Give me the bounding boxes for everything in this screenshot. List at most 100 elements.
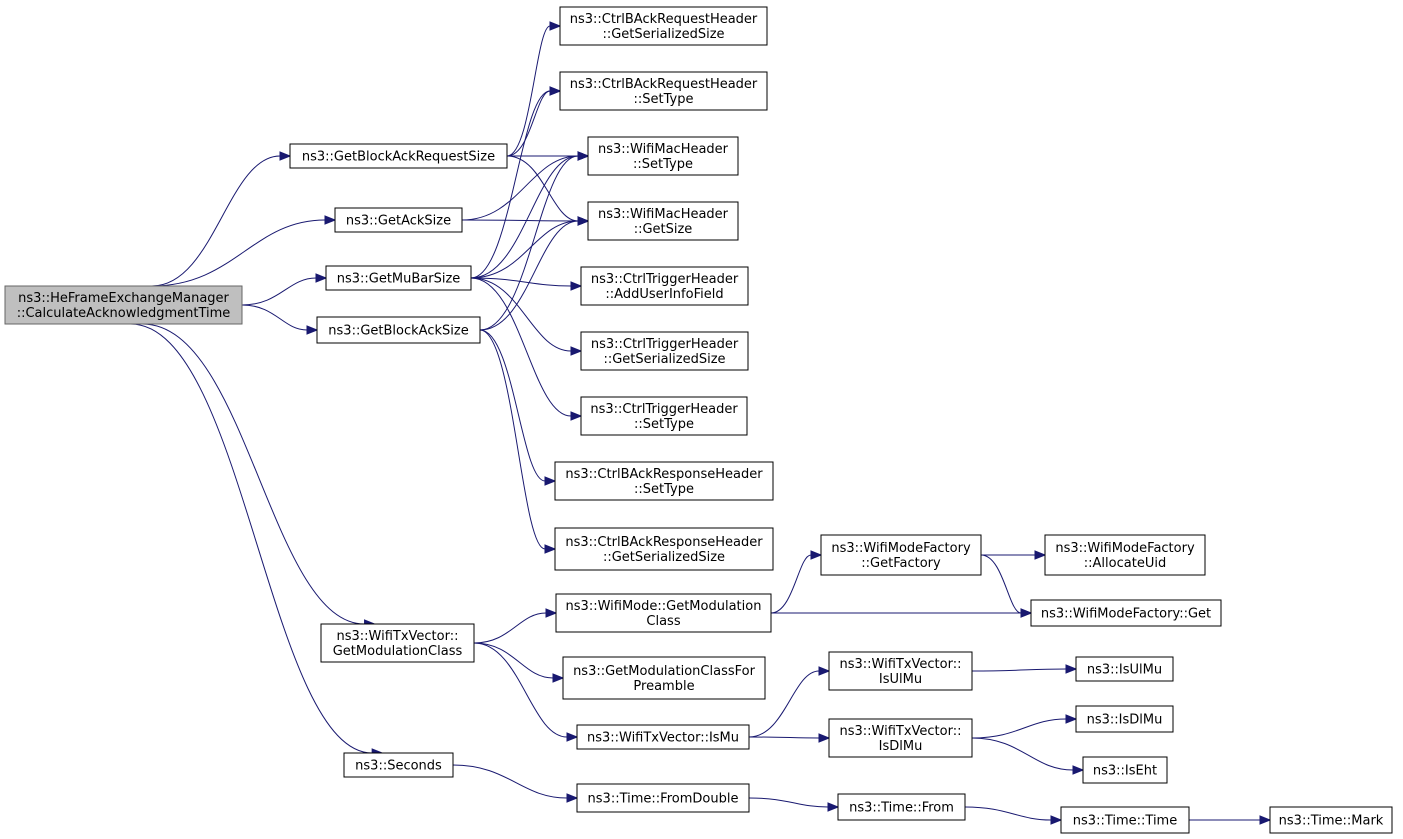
function-node-trig-set-type[interactable]: ns3::CtrlTriggerHeader::SetType xyxy=(580,396,748,436)
function-node-get-ack-size[interactable]: ns3::GetAckSize xyxy=(334,207,463,233)
function-node-label: ns3::WifiMode::GetModulation xyxy=(566,599,762,614)
function-node-box xyxy=(334,207,463,233)
function-node-box xyxy=(343,752,454,778)
function-node-tx-get-modulation-class[interactable]: ns3::WifiTxVector::GetModulationClass xyxy=(320,623,475,663)
function-node-label: ::GetSize xyxy=(634,222,693,237)
function-node-time-time[interactable]: ns3::Time::Time xyxy=(1060,806,1190,834)
call-edge-root-to-tx-get-modulation-class xyxy=(142,323,376,629)
function-node-label: ns3::WifiTxVector:: xyxy=(839,657,961,672)
function-node-seconds[interactable]: ns3::Seconds xyxy=(343,752,454,778)
function-node-box xyxy=(587,136,739,176)
call-edge-time-time-to-time-mark xyxy=(1189,815,1272,825)
call-edge-tx-get-modulation-class-to-mode-get-modulation-class xyxy=(473,608,558,644)
function-node-box xyxy=(576,724,750,750)
function-node-box xyxy=(289,143,508,169)
function-node-label: ::GetSerializedSize xyxy=(602,27,724,42)
call-edges xyxy=(130,21,1272,825)
call-nodes: ns3::HeFrameExchangeManager::CalculateAc… xyxy=(4,6,1393,834)
function-node-label: Class xyxy=(646,614,680,629)
call-edge-root-to-get-mu-bar-size xyxy=(241,273,328,306)
function-node-label: ns3::CtrlBAckRequestHeader xyxy=(570,77,758,92)
function-node-label: ns3::CtrlBAckResponseHeader xyxy=(565,467,763,482)
function-node-box xyxy=(1030,599,1222,627)
function-node-factory-allocate-uid[interactable]: ns3::WifiModeFactory::AllocateUid xyxy=(1044,534,1206,576)
function-node-mac-get-size[interactable]: ns3::WifiMacHeader::GetSize xyxy=(587,201,739,241)
function-node-bar-set-type[interactable]: ns3::CtrlBAckRequestHeader::SetType xyxy=(559,71,768,111)
call-edge-root-to-get-block-ack-size xyxy=(241,304,319,335)
function-node-time-from[interactable]: ns3::Time::From xyxy=(837,793,966,821)
function-node-box xyxy=(828,651,973,691)
function-node-get-block-ack-request-size[interactable]: ns3::GetBlockAckRequestSize xyxy=(289,143,508,169)
function-node-label: ::GetFactory xyxy=(861,556,941,571)
call-edge-get-mu-bar-size-to-bar-set-type xyxy=(470,86,562,279)
function-node-ba-get-serialized-size[interactable]: ns3::CtrlBAckResponseHeader::GetSerializ… xyxy=(554,527,774,571)
function-node-factory-get[interactable]: ns3::WifiModeFactory::Get xyxy=(1030,599,1222,627)
function-node-time-mark[interactable]: ns3::Time::Mark xyxy=(1269,806,1393,834)
function-node-is-eht[interactable]: ns3::IsEht xyxy=(1082,756,1168,784)
call-edge-get-mu-bar-size-to-mac-get-size xyxy=(470,216,590,279)
function-node-label: ::SetType xyxy=(634,482,694,497)
call-edge-get-block-ack-request-size-to-bar-set-type xyxy=(506,86,562,157)
call-edge-time-from-double-to-time-from xyxy=(748,797,840,812)
function-node-label: ns3::WifiTxVector:: xyxy=(336,629,458,644)
call-edge-root-to-seconds xyxy=(130,323,384,758)
function-node-label: ns3::IsEht xyxy=(1093,764,1157,779)
call-edge-get-block-ack-size-to-ba-set-type xyxy=(479,329,557,486)
function-node-trig-get-serialized-size[interactable]: ns3::CtrlTriggerHeader::GetSerializedSiz… xyxy=(580,331,749,371)
function-node-label: ns3::GetMuBarSize xyxy=(337,272,461,287)
function-node-label: ns3::CtrlTriggerHeader xyxy=(590,402,738,417)
function-node-ba-set-type[interactable]: ns3::CtrlBAckResponseHeader::SetType xyxy=(554,461,774,501)
function-node-label: ::SetType xyxy=(634,417,694,432)
function-node-box xyxy=(554,527,774,571)
function-node-label: ::CalculateAcknowledgmentTime xyxy=(17,306,231,321)
function-node-box xyxy=(1060,806,1190,834)
function-node-tx-is-dl-mu[interactable]: ns3::WifiTxVector::IsDlMu xyxy=(828,718,973,758)
function-node-label: ns3::WifiModeFactory::Get xyxy=(1041,607,1211,622)
function-node-label: ns3::Time::FromDouble xyxy=(588,792,739,807)
function-node-label: ns3::WifiTxVector::IsMu xyxy=(587,731,739,746)
function-node-box xyxy=(1044,534,1206,576)
function-node-box xyxy=(1075,705,1174,733)
function-node-box xyxy=(837,793,966,821)
function-node-label: ns3::Time::Mark xyxy=(1279,814,1384,829)
function-node-time-from-double[interactable]: ns3::Time::FromDouble xyxy=(576,783,750,813)
function-node-label: ns3::GetBlockAckSize xyxy=(328,324,468,339)
function-node-label: ns3::HeFrameExchangeManager xyxy=(18,291,229,306)
call-edge-tx-get-modulation-class-to-get-mod-class-for-preamble xyxy=(473,642,565,683)
function-node-get-mu-bar-size[interactable]: ns3::GetMuBarSize xyxy=(325,265,472,291)
function-node-box xyxy=(587,201,739,241)
call-edge-get-block-ack-size-to-ba-get-serialized-size xyxy=(479,329,557,554)
function-node-box xyxy=(316,316,481,344)
call-edge-get-block-ack-size-to-mac-get-size xyxy=(479,216,590,331)
function-node-label: ns3::WifiTxVector:: xyxy=(839,724,961,739)
function-node-tx-is-ul-mu[interactable]: ns3::WifiTxVector::IsUlMu xyxy=(828,651,973,691)
function-node-label: ::GetSerializedSize xyxy=(603,550,725,565)
function-node-is-dl-mu[interactable]: ns3::IsDlMu xyxy=(1075,705,1174,733)
function-node-box xyxy=(580,396,748,436)
call-edge-time-from-to-time-time xyxy=(964,806,1063,825)
function-node-box xyxy=(1075,656,1174,682)
function-node-label: ns3::IsDlMu xyxy=(1087,713,1163,728)
call-edge-tx-is-mu-to-tx-is-dl-mu xyxy=(748,733,831,743)
function-node-root[interactable]: ns3::HeFrameExchangeManager::CalculateAc… xyxy=(4,285,243,325)
function-node-trig-add-user-info[interactable]: ns3::CtrlTriggerHeader::AddUserInfoField xyxy=(580,266,749,306)
function-node-box xyxy=(562,656,766,700)
call-edge-get-mu-bar-size-to-trig-set-type xyxy=(470,277,583,421)
function-node-mac-set-type[interactable]: ns3::WifiMacHeader::SetType xyxy=(587,136,739,176)
call-edge-seconds-to-time-from-double xyxy=(452,764,579,803)
function-node-get-block-ack-size[interactable]: ns3::GetBlockAckSize xyxy=(316,316,481,344)
call-edge-mode-get-modulation-class-to-factory-get-factory xyxy=(770,550,823,614)
call-edge-factory-get-factory-to-factory-allocate-uid xyxy=(981,550,1047,560)
call-edge-tx-is-dl-mu-to-is-eht xyxy=(971,737,1085,775)
function-node-tx-is-mu[interactable]: ns3::WifiTxVector::IsMu xyxy=(576,724,750,750)
function-node-is-ul-mu[interactable]: ns3::IsUlMu xyxy=(1075,656,1174,682)
function-node-mode-get-modulation-class[interactable]: ns3::WifiMode::GetModulationClass xyxy=(555,593,772,633)
function-node-label: ns3::GetBlockAckRequestSize xyxy=(302,150,495,165)
call-edge-root-to-get-block-ack-request-size xyxy=(151,151,292,287)
function-node-label: ::SetType xyxy=(633,157,693,172)
function-node-bar-get-serialized-size[interactable]: ns3::CtrlBAckRequestHeader::GetSerialize… xyxy=(559,6,768,46)
function-node-box xyxy=(1082,756,1168,784)
function-node-label: ns3::WifiModeFactory xyxy=(1055,541,1195,556)
function-node-factory-get-factory[interactable]: ns3::WifiModeFactory::GetFactory xyxy=(820,534,982,576)
